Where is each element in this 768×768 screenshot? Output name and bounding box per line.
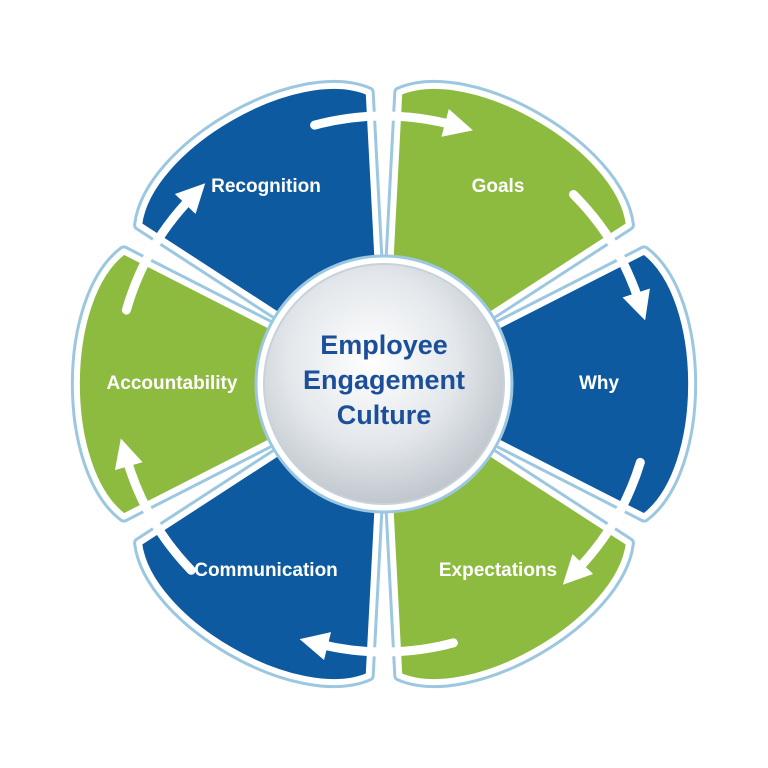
- center-hub: Employee Engagement Culture: [254, 254, 514, 514]
- segment-label-accountability: Accountability: [107, 373, 238, 394]
- segment-label-recognition: Recognition: [211, 176, 321, 197]
- center-title-line-3: Culture: [337, 400, 432, 430]
- segments-layer: [70, 80, 698, 688]
- cycle-arrow-4: [299, 632, 458, 661]
- cycle-arrows: [114, 108, 650, 661]
- cycle-arrow-6: [121, 183, 206, 315]
- segment-label-expectations: Expectations: [439, 560, 557, 581]
- segment-label-goals: Goals: [472, 176, 525, 197]
- cycle-arrow-1: [310, 108, 473, 137]
- center-title-line-1: Employee: [320, 330, 448, 360]
- cycle-arrow-5: [114, 438, 196, 575]
- cycle-arrow-3: [562, 457, 645, 585]
- center-title-line-2: Engagement: [303, 365, 465, 395]
- segment-label-communication: Communication: [194, 560, 338, 581]
- cycle-arrow-2: [569, 190, 650, 321]
- segment-label-why: Why: [579, 373, 620, 394]
